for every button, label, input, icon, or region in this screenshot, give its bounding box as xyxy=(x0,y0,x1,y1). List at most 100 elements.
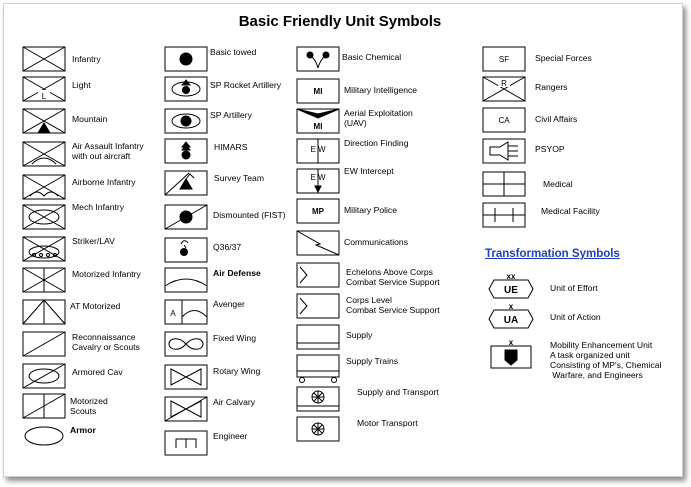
diagram-frame: Basic Friendly Unit Symbols L xyxy=(3,3,683,477)
label-sp-artillery: SP Artillery xyxy=(210,110,252,120)
rangers-symbol: R xyxy=(482,76,526,102)
unit-of-action-symbol: x UA xyxy=(488,302,534,329)
unit-of-effort-symbol: xx UE xyxy=(488,272,534,299)
label-infantry: Infantry xyxy=(72,54,101,64)
fixed-wing-symbol xyxy=(164,331,208,357)
military-police-symbol: MP xyxy=(296,198,340,224)
label-light: Light xyxy=(72,80,91,90)
label-motorized-scouts-line: Motorized xyxy=(70,396,108,406)
dismounted-fist-symbol xyxy=(164,204,208,230)
label-mech: Mech Infantry xyxy=(72,202,125,212)
label-meu-line: A task organized unit xyxy=(550,350,630,360)
air-assault-symbol xyxy=(22,141,66,167)
label-at-motorized: AT Motorized xyxy=(70,301,121,311)
label-survey: Survey Team xyxy=(214,173,264,183)
label-medical: Medical xyxy=(543,179,573,189)
label-military-police: Military Police xyxy=(344,205,398,215)
label-sp-rocket: SP Rocket Artillery xyxy=(210,80,282,90)
air-calvary-symbol xyxy=(164,396,208,422)
eac-symbol xyxy=(296,262,340,288)
airborne-symbol xyxy=(22,174,66,200)
supply-transport-symbol xyxy=(296,386,340,412)
label-special-forces: Special Forces xyxy=(535,53,592,63)
ew-intercept-symbol: E W xyxy=(296,168,340,194)
ua-mark: UA xyxy=(504,315,518,326)
survey-team-symbol xyxy=(164,170,208,196)
label-mountain: Mountain xyxy=(72,114,108,124)
label-supply-transport: Supply and Transport xyxy=(357,387,439,397)
ca-mark: CA xyxy=(498,116,510,125)
himars-symbol xyxy=(164,138,208,164)
label-air-defense: Air Defense xyxy=(213,268,261,278)
label-medical-facility: Medical Facility xyxy=(541,206,600,216)
label-motor-transport: Motor Transport xyxy=(357,418,418,428)
label-civil-affairs: Civil Affairs xyxy=(535,114,578,124)
light-mark: L xyxy=(42,92,47,101)
label-unit-of-effort: Unit of Effort xyxy=(550,283,598,293)
medical-symbol xyxy=(482,171,526,197)
label-armor: Armor xyxy=(70,425,96,435)
label-striker: Striker/LAV xyxy=(72,236,115,246)
label-motorized-infantry: Motorized Infantry xyxy=(72,269,141,279)
label-himars: HIMARS xyxy=(214,142,248,152)
label-psyop: PSYOP xyxy=(535,144,565,154)
corps-css-symbol xyxy=(296,293,340,319)
label-q36: Q36/37 xyxy=(213,242,242,252)
ue-echelon: xx xyxy=(507,272,516,281)
q36-symbol xyxy=(164,237,208,263)
armored-cav-symbol xyxy=(22,363,66,389)
mp-mark: MP xyxy=(312,207,325,216)
rotary-wing-symbol xyxy=(164,364,208,390)
label-mi: Military Intelligence xyxy=(344,85,418,95)
civil-affairs-symbol: CA xyxy=(482,107,526,133)
transformation-symbols-title: Transformation Symbols xyxy=(485,248,620,260)
motor-transport-symbol xyxy=(296,416,340,442)
avenger-symbol: A xyxy=(164,299,208,325)
label-armored-cav: Armored Cav xyxy=(72,367,123,377)
special-forces-symbol: SF xyxy=(482,46,526,72)
ew-mark: E W xyxy=(310,145,326,154)
label-direction-finding: Direction Finding xyxy=(344,138,409,148)
air-defense-symbol xyxy=(164,267,208,293)
mountain-symbol xyxy=(22,108,66,134)
ue-mark: UE xyxy=(504,285,518,296)
medical-facility-symbol xyxy=(482,202,526,228)
label-corps-line: Combat Service Support xyxy=(346,305,440,315)
basic-towed-symbol xyxy=(164,46,208,72)
meu-symbol: x xyxy=(490,338,532,369)
sp-artillery-symbol xyxy=(164,108,208,134)
supply-trains-symbol xyxy=(296,354,340,383)
sf-mark: SF xyxy=(499,55,509,64)
symbol-graphics: L xyxy=(22,46,534,456)
label-corps-line: Corps Level xyxy=(346,295,392,305)
armor-symbol xyxy=(24,426,64,446)
label-communications: Communications xyxy=(344,237,408,247)
ew2-mark: E W xyxy=(310,173,326,182)
label-airborne: Airborne Infantry xyxy=(72,177,136,187)
label-eac-line: Echelons Above Corps xyxy=(346,267,433,277)
label-fixed-wing: Fixed Wing xyxy=(213,333,256,343)
striker-symbol xyxy=(22,236,66,262)
uav-mark: MI xyxy=(314,122,323,131)
label-air-assault-line: Air Assault Infantry xyxy=(72,141,144,151)
ua-echelon: x xyxy=(509,302,514,311)
label-rotary-wing: Rotary Wing xyxy=(213,366,261,376)
label-rangers: Rangers xyxy=(535,82,568,92)
label-supply: Supply xyxy=(346,330,373,340)
infantry-symbol xyxy=(22,46,66,72)
communications-symbol xyxy=(296,230,340,256)
label-recon-line: Reconnaissance xyxy=(72,332,136,342)
direction-finding-symbol: E W xyxy=(296,138,340,164)
sp-rocket-symbol xyxy=(164,76,208,102)
rangers-mark: R xyxy=(501,79,507,88)
label-eac-line: Combat Service Support xyxy=(346,277,440,287)
label-chemical: Basic Chemical xyxy=(342,52,402,62)
label-recon-line: Cavalry or Scouts xyxy=(72,342,140,352)
light-symbol: L xyxy=(22,76,66,102)
